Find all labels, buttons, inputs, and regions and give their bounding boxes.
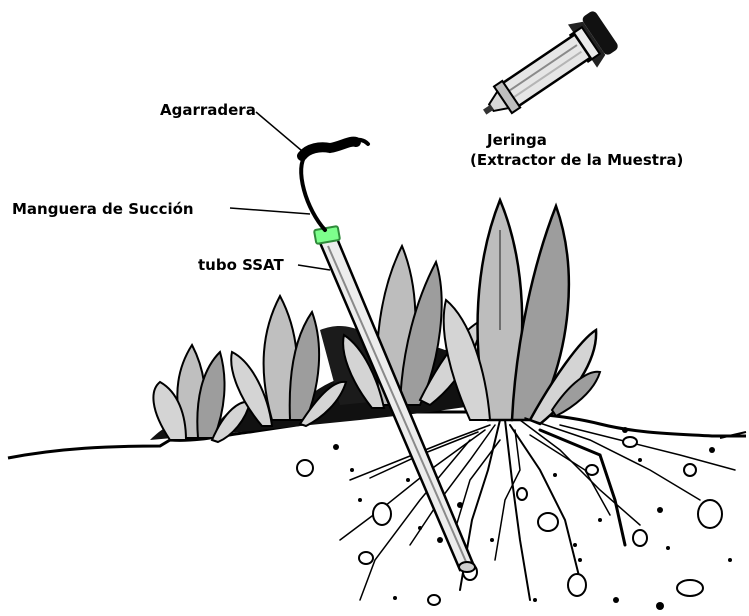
plant-small-left	[152, 343, 252, 444]
ssat-tube	[313, 225, 476, 573]
syringe-drawing	[483, 11, 618, 115]
root-system	[339, 417, 736, 601]
plant-small-middle	[230, 293, 348, 428]
label-syringe: Jeringa	[487, 131, 547, 149]
label-syringe-subtitle: (Extractor de la Muestra)	[470, 151, 684, 169]
suction-hose	[299, 152, 327, 232]
leader-lines	[229, 111, 331, 271]
plant-large	[442, 196, 602, 426]
soil-dots	[333, 427, 732, 610]
ground-surface	[7, 410, 747, 460]
label-suction-hose: Manguera de Succión	[12, 200, 194, 218]
handle-clamp	[297, 136, 370, 161]
label-handle: Agarradera	[160, 101, 256, 119]
label-ssat-tube: tubo SSAT	[198, 256, 284, 274]
